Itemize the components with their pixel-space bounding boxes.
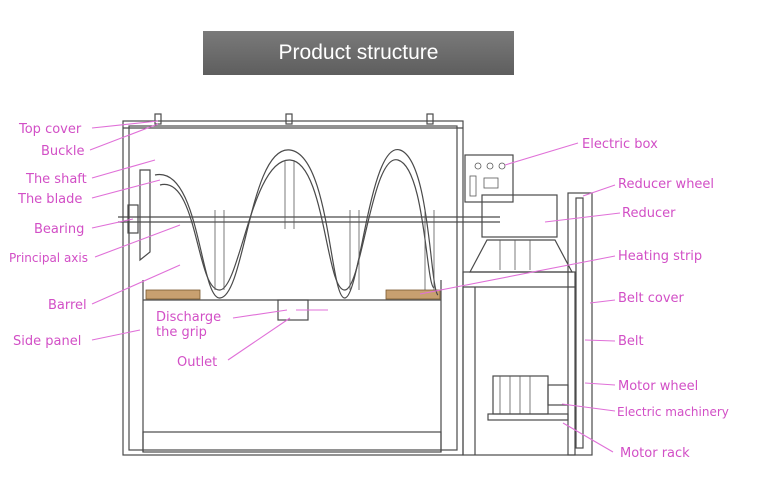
reducer bbox=[481, 194, 558, 238]
inner-outline bbox=[128, 125, 458, 451]
belt-cover bbox=[567, 192, 593, 456]
shaft-assembly bbox=[118, 149, 500, 299]
buckle bbox=[154, 113, 162, 125]
buckle bbox=[426, 113, 434, 125]
buckle bbox=[285, 113, 293, 125]
heating-strip bbox=[145, 289, 201, 300]
label-buckle: Buckle bbox=[41, 144, 84, 159]
label-side-panel: Side panel bbox=[13, 334, 81, 349]
label-principal-axis: Principal axis bbox=[9, 251, 88, 265]
label-motor-rack: Motor rack bbox=[620, 446, 690, 461]
page-title: Product structure bbox=[203, 31, 514, 75]
label-electric-machinery: Electric machinery bbox=[617, 405, 729, 419]
labels: Top cover Buckle The shaft The blade Bea… bbox=[9, 122, 729, 461]
motor-wheel bbox=[547, 384, 569, 406]
label-outlet: Outlet bbox=[177, 355, 217, 370]
label-reducer-wheel: Reducer wheel bbox=[618, 177, 714, 192]
label-top-cover: Top cover bbox=[18, 122, 82, 137]
label-motor-wheel: Motor wheel bbox=[618, 379, 698, 394]
label-heating-strip: Heating strip bbox=[618, 249, 702, 264]
label-discharge-1: Discharge bbox=[156, 310, 221, 325]
label-discharge-2: the grip bbox=[156, 325, 207, 340]
label-the-shaft: The shaft bbox=[25, 172, 87, 187]
drive-assembly bbox=[462, 154, 593, 456]
label-reducer: Reducer bbox=[622, 206, 676, 221]
leader-lines bbox=[89, 120, 621, 453]
base-frame bbox=[142, 431, 442, 453]
label-electric-box: Electric box bbox=[582, 137, 658, 152]
end-plate bbox=[139, 169, 151, 262]
motor-rack bbox=[487, 413, 569, 421]
label-the-blade: The blade bbox=[17, 192, 82, 207]
machine-body bbox=[122, 113, 464, 456]
frame bbox=[462, 271, 576, 456]
bearing bbox=[127, 204, 139, 234]
electric-box bbox=[464, 154, 514, 203]
blade bbox=[154, 149, 439, 299]
belt bbox=[575, 197, 584, 449]
label-barrel: Barrel bbox=[48, 298, 87, 313]
label-belt-cover: Belt cover bbox=[618, 291, 685, 306]
electric-machinery bbox=[492, 375, 549, 415]
label-bearing: Bearing bbox=[34, 222, 84, 237]
side-panel-outline bbox=[122, 120, 464, 456]
heating-strip bbox=[385, 289, 441, 300]
label-belt: Belt bbox=[618, 334, 644, 349]
